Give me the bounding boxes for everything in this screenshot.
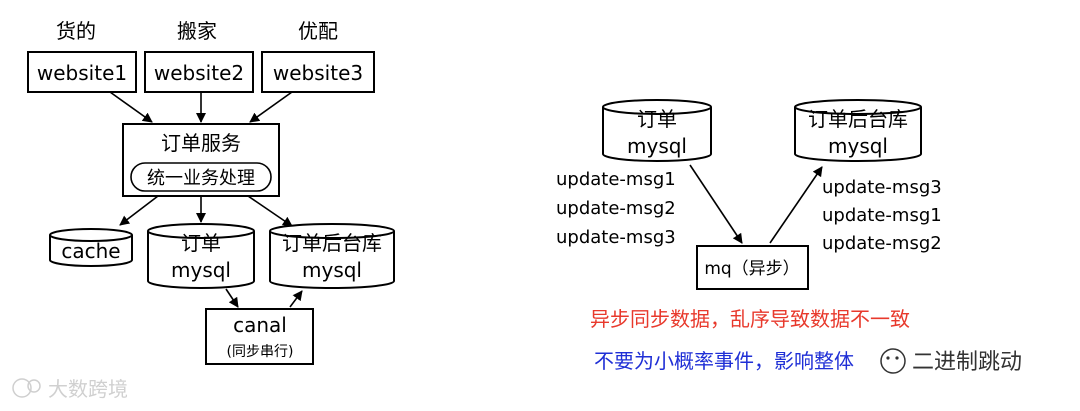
right-watermark-text: 二进制跳动: [912, 350, 1022, 375]
edge-service-backenddb: [247, 195, 293, 227]
left-watermark-text: 大数跨境: [48, 377, 128, 401]
right-order-backend-db-line1: 订单后台库: [808, 107, 908, 131]
outgoing-msg-2: update-msg1: [822, 205, 942, 226]
outgoing-msg-3: update-msg2: [822, 233, 942, 254]
edge-service-cache: [119, 195, 159, 226]
canal-subtitle: (同步串行): [227, 344, 294, 360]
edge-orderdb-mq: [689, 164, 743, 244]
note-text: 不要为小概率事件，影响整体: [594, 349, 854, 373]
incoming-msg-2: update-msg2: [556, 198, 676, 219]
order-service-node: 订单服务 统一业务处理: [122, 123, 280, 197]
right-order-db-node: 订单 mysql: [602, 99, 712, 162]
website3-caption: 优配: [298, 19, 338, 43]
right-order-db-line1: 订单: [637, 107, 677, 131]
incoming-msg-1: update-msg1: [556, 169, 676, 190]
edge-website3-service: [249, 91, 293, 123]
website2-label: website2: [154, 61, 244, 85]
order-backend-db-line2: mysql: [302, 258, 362, 282]
incoming-msg-3: update-msg3: [556, 227, 676, 248]
order-service-subtitle: 统一业务处理: [147, 168, 255, 189]
order-db-line1: 订单: [181, 231, 221, 255]
website1-caption: 货的: [56, 19, 96, 43]
warning-text: 异步同步数据，乱序导致数据不一致: [590, 307, 910, 331]
edge-website1-service: [109, 91, 153, 123]
website2-caption: 搬家: [177, 19, 217, 43]
mq-node: mq（异步）: [696, 245, 809, 290]
order-db-node: 订单 mysql: [147, 223, 255, 289]
website2-node: website2: [144, 51, 254, 93]
watermark-logo-icon: [12, 378, 32, 398]
business-logic-pill: [130, 162, 272, 192]
right-order-backend-db-line2: mysql: [828, 134, 888, 158]
website3-label: website3: [273, 61, 363, 85]
canal-title: canal: [233, 313, 287, 337]
website1-label: website1: [37, 61, 127, 85]
order-db-line2: mysql: [171, 258, 231, 282]
order-backend-db-line1: 订单后台库: [282, 231, 382, 255]
edge-orderdb-canal: [225, 288, 239, 308]
right-order-backend-db-node: 订单后台库 mysql: [794, 99, 922, 162]
outgoing-msg-1: update-msg3: [822, 177, 942, 198]
website1-node: website1: [27, 51, 137, 93]
mq-label: mq（异步）: [704, 259, 799, 279]
edge-canal-backenddb: [289, 290, 303, 308]
right-order-db-line2: mysql: [627, 134, 687, 158]
wechat-logo-icon: [880, 348, 906, 374]
edge-mq-backenddb: [769, 166, 823, 244]
left-watermark: 大数跨境: [12, 377, 128, 401]
right-watermark: 二进制跳动: [880, 348, 1022, 375]
website3-node: website3: [261, 51, 375, 93]
cache-label: cache: [61, 239, 120, 263]
order-backend-db-node: 订单后台库 mysql: [269, 223, 395, 289]
cache-node: cache: [49, 228, 133, 267]
canal-node: canal (同步串行): [205, 308, 314, 365]
order-service-title: 订单服务: [161, 131, 241, 155]
